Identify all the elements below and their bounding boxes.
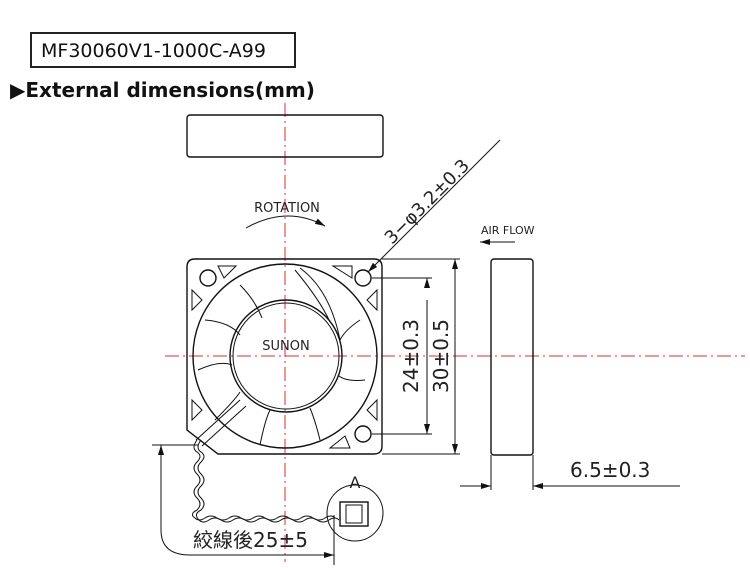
hole-leader-line (367, 139, 501, 273)
frame-size-dimension: 30±0.5 (429, 319, 453, 393)
rotation-label: ROTATION (254, 201, 320, 216)
thickness-dimension: 6.5±0.3 (570, 458, 650, 482)
section-heading: ▶External dimensions(mm) (10, 78, 315, 102)
mount-hole (354, 425, 372, 443)
connector-label: A (350, 473, 361, 492)
top-view-outline (186, 114, 384, 158)
cable-length-dimension: 絞線後25±5 (193, 528, 308, 552)
height-dimension-lines (372, 258, 460, 455)
mount-hole (354, 269, 372, 287)
triangle-marker-icon: ▶ (10, 78, 26, 102)
fan-front-view: SUNON (186, 258, 383, 455)
brand-label: SUNON (262, 339, 309, 354)
hole-callout: 3−φ3.2±0.3 (381, 155, 474, 248)
section-heading-text: External dimensions(mm) (25, 78, 315, 102)
rotation-arrow-icon (245, 215, 326, 229)
side-view-outline (490, 258, 534, 456)
hole-pitch-dimension: 24±0.3 (399, 319, 423, 393)
thickness-dimension-lines (460, 455, 680, 490)
mount-hole (199, 269, 217, 287)
twisted-cable (191, 439, 340, 523)
connector (326, 484, 384, 542)
model-number: MF30060V1-1000C-A99 (41, 40, 266, 62)
cable-length-dimension-lines (152, 444, 335, 565)
model-number-box: MF30060V1-1000C-A99 (30, 32, 296, 68)
air-flow-label: AIR FLOW (481, 224, 535, 237)
hub (229, 299, 343, 413)
